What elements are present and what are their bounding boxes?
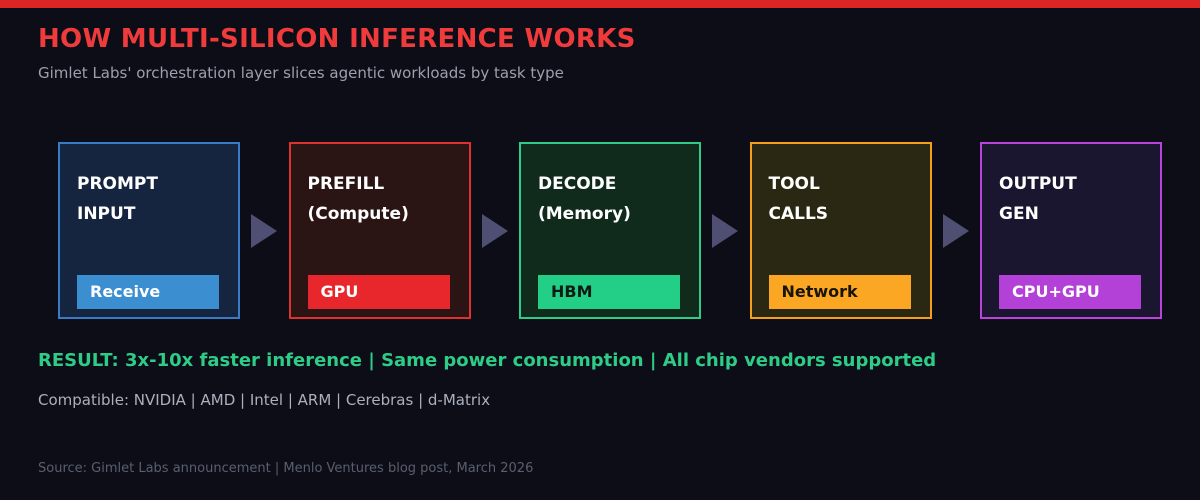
pipeline-stage[interactable]: TOOL CALLS Network [749, 142, 932, 319]
page-subtitle: Gimlet Labs' orchestration layer slices … [38, 64, 564, 82]
arrow-right-icon [251, 213, 278, 248]
pipeline-stage[interactable]: DECODE (Memory) HBM [519, 142, 701, 319]
pipeline-arrow [240, 142, 289, 319]
stage-badge: Network [768, 275, 911, 309]
source-attribution: Source: Gimlet Labs announcement | Menlo… [38, 461, 534, 476]
stage-label: PROMPT INPUT [77, 174, 158, 224]
pipeline-arrow [471, 142, 520, 319]
pipeline-stage[interactable]: PROMPT INPUT Receive [58, 142, 240, 319]
pipeline-arrow [701, 142, 750, 319]
result-summary: RESULT: 3x-10x faster inference | Same p… [38, 350, 937, 371]
stage-label: DECODE (Memory) [538, 174, 631, 224]
stage-badge: HBM [538, 275, 680, 309]
pipeline-diagram: PROMPT INPUT Receive PREFILL (Compute) GPU D… [58, 142, 1162, 319]
page-title: HOW MULTI-SILICON INFERENCE WORKS [38, 24, 636, 54]
arrow-right-icon [481, 213, 508, 248]
arrow-right-icon [942, 213, 969, 248]
stage-label: PREFILL (Compute) [307, 174, 409, 224]
stage-label: TOOL CALLS [768, 174, 829, 224]
pipeline-stage[interactable]: PREFILL (Compute) GPU [288, 142, 471, 319]
arrow-right-icon [712, 213, 739, 248]
top-accent-bar [0, 0, 1200, 8]
stage-badge: GPU [307, 275, 450, 309]
pipeline-arrow [932, 142, 981, 319]
stage-label: OUTPUT GEN [999, 174, 1077, 224]
stage-badge: CPU+GPU [999, 275, 1141, 309]
pipeline-stage[interactable]: OUTPUT GEN CPU+GPU [980, 142, 1162, 319]
compatible-vendors: Compatible: NVIDIA | AMD | Intel | ARM |… [38, 391, 491, 409]
stage-badge: Receive [77, 275, 219, 309]
